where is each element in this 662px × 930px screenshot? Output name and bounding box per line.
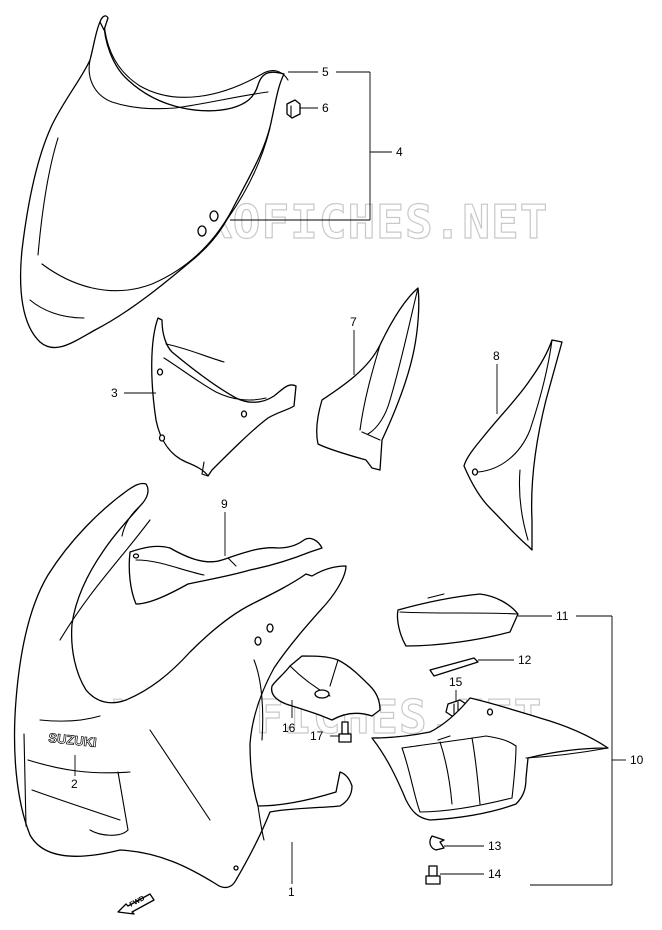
callout-13: 13 — [488, 839, 502, 853]
side-cover-part-8[interactable] — [463, 339, 563, 551]
callout-12: 12 — [518, 653, 532, 667]
upper-cowling-part[interactable] — [13, 482, 353, 889]
inner-panel-part[interactable] — [151, 317, 297, 477]
clip-part-6[interactable] — [286, 99, 301, 119]
callout-17: 17 — [310, 729, 324, 743]
clip-part-13[interactable] — [429, 835, 445, 851]
callout-3: 3 — [111, 386, 118, 400]
bracket-part-16[interactable] — [270, 655, 381, 721]
storage-box-part-10[interactable] — [371, 697, 609, 821]
callout-8: 8 — [493, 349, 500, 363]
callout-16: 16 — [282, 721, 296, 735]
callout-numbers: 1 2 3 4 5 6 7 8 9 10 11 12 13 14 15 16 1… — [71, 65, 644, 899]
callout-9: 9 — [221, 497, 228, 511]
lower-inner-panel-part[interactable] — [128, 537, 323, 605]
callout-lines — [74, 71, 626, 886]
callout-5: 5 — [322, 65, 329, 79]
suzuki-logo: SUZUKI — [48, 730, 98, 750]
callout-1: 1 — [288, 885, 295, 899]
side-cover-part-7[interactable] — [316, 287, 420, 471]
callout-14: 14 — [488, 867, 502, 881]
callout-2: 2 — [71, 777, 78, 791]
screw-part-14[interactable] — [425, 865, 441, 885]
callout-15: 15 — [449, 675, 463, 689]
windscreen-part[interactable] — [19, 15, 289, 349]
bolt-part-17[interactable] — [338, 721, 352, 743]
strip-part-12[interactable] — [429, 657, 479, 677]
callout-7: 7 — [350, 315, 357, 329]
callout-11: 11 — [556, 609, 569, 623]
callout-6: 6 — [322, 101, 329, 115]
lid-part-11[interactable] — [396, 593, 519, 647]
fwd-arrow-icon: FWD — [117, 893, 155, 915]
callout-4: 4 — [396, 145, 403, 159]
callout-10: 10 — [630, 753, 644, 767]
